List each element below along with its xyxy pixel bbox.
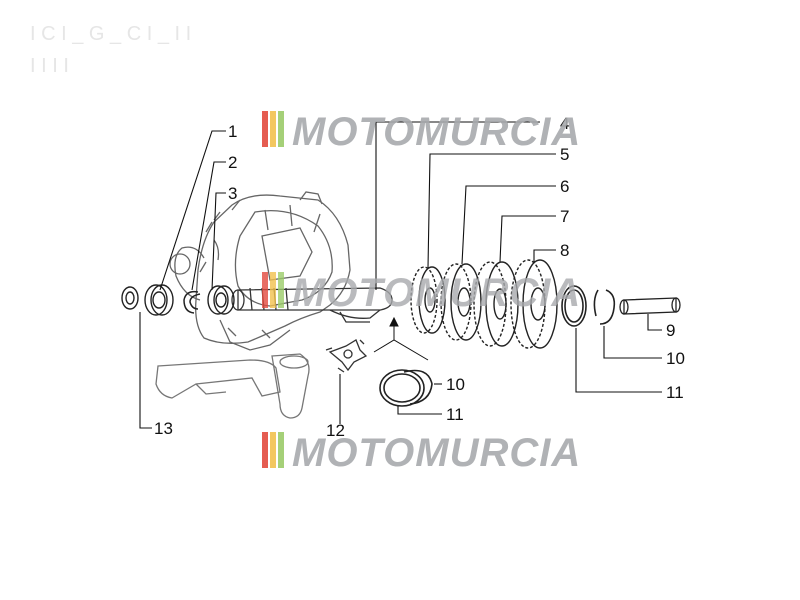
watermark-stripe — [278, 272, 284, 308]
watermark-bottom: MOTOMURCIA — [262, 431, 581, 475]
part-11-ring-right — [561, 285, 587, 327]
part-1-bearing — [144, 284, 174, 316]
part-3-bearing — [207, 285, 235, 315]
callout-2: 2 — [228, 153, 237, 172]
part-11-ring-lower — [379, 369, 425, 407]
leader-lines — [139, 121, 662, 429]
callout-labels: 1 2 3 4 5 6 7 8 9 10 10 11 11 12 13 — [154, 114, 685, 440]
part-2-circlip — [183, 290, 201, 314]
part-6-gear — [440, 263, 482, 341]
callout-11-right: 11 — [666, 383, 684, 402]
part-12-spider — [325, 339, 368, 373]
assembly-arrow — [373, 316, 429, 361]
callout-13: 13 — [154, 419, 173, 438]
watermark-stripe — [278, 432, 284, 468]
watermark-stripe — [270, 111, 276, 147]
faint-header-line-2: I I I I — [30, 55, 69, 77]
watermark-stripe — [278, 111, 284, 147]
watermark-stripe — [262, 432, 268, 468]
watermark-stripe — [270, 272, 276, 308]
part-8-gear — [510, 259, 558, 349]
callout-8: 8 — [560, 241, 569, 260]
callout-11-lower: 11 — [446, 405, 464, 424]
part-10-circlip-right — [593, 289, 616, 325]
part-13-bushing — [121, 286, 139, 310]
shaft-assembly — [231, 287, 393, 323]
callout-10-lower: 10 — [446, 375, 465, 394]
part-9-pin — [619, 297, 681, 315]
watermark-middle: MOTOMURCIA — [262, 271, 581, 315]
callout-10-right: 10 — [666, 349, 685, 368]
gearbox-housing — [169, 191, 351, 351]
callout-5: 5 — [560, 145, 569, 164]
callout-3: 3 — [228, 184, 237, 203]
swing-arm-tube — [155, 353, 310, 419]
callout-12: 12 — [326, 421, 345, 440]
watermark-stripe — [262, 272, 268, 308]
watermark-stripe — [262, 111, 268, 147]
callout-4: 4 — [560, 114, 569, 133]
watermark-top: MOTOMURCIA — [262, 110, 581, 154]
watermark-brand-text: MOTOMURCIA — [292, 431, 581, 475]
watermark-brand-text: MOTOMURCIA — [292, 110, 581, 154]
part-7-gear — [473, 261, 519, 347]
callout-1: 1 — [228, 122, 237, 141]
part-5-gear — [410, 266, 446, 334]
part-10-circlip-lower — [403, 369, 433, 405]
callout-6: 6 — [560, 177, 569, 196]
faint-header-line-1: I C I _ G _ C I _ I I — [30, 23, 191, 45]
callout-9: 9 — [666, 321, 675, 340]
watermark-brand-text: MOTOMURCIA — [292, 271, 581, 315]
watermark-stripe — [270, 432, 276, 468]
callout-7: 7 — [560, 207, 569, 226]
